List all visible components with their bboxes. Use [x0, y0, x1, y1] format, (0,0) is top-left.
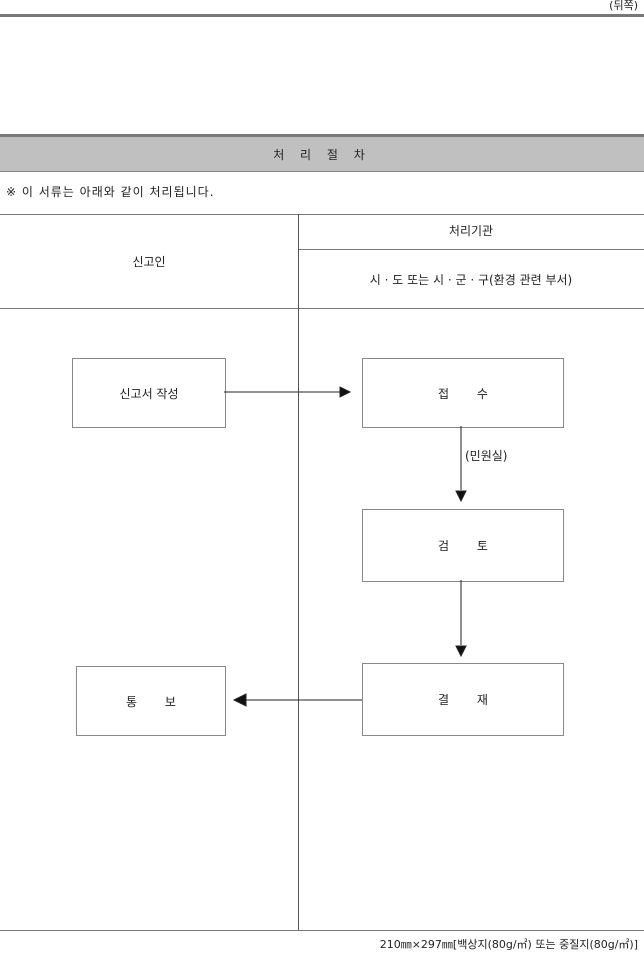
column-divider	[298, 214, 299, 931]
step-notify-box: 통 보	[76, 666, 226, 736]
column-header-agency-sub: 시 · 도 또는 시 · 군 · 구(환경 관련 부서)	[369, 273, 573, 287]
flow-bottom-line	[0, 930, 644, 931]
step-receive-label: 접 수	[438, 386, 500, 401]
notice-text: ※ 이 서류는 아래와 같이 처리됩니다.	[6, 185, 215, 199]
step-review-box: 검 토	[362, 509, 564, 582]
page-side-note: (뒤쪽)	[609, 0, 638, 12]
arrow-head-down-1	[455, 490, 467, 503]
arrow-head-left	[232, 693, 247, 707]
top-rule	[0, 14, 644, 17]
arrow-head-right	[339, 386, 352, 398]
paper-spec-footer: 210㎜×297㎜[백상지(80g/㎡) 또는 중질지(80g/㎡)]	[379, 938, 638, 951]
column-header-applicant: 신고인	[132, 255, 166, 269]
step-receive-note: (민원실)	[465, 449, 508, 463]
step-approve-label: 결 재	[438, 693, 500, 707]
step-approve-box: 결 재	[362, 663, 564, 736]
arrow-head-down-2	[455, 645, 467, 658]
header-top-line	[0, 214, 644, 215]
step-receive-box: 접 수	[362, 358, 564, 428]
column-header-agency: 처리기관	[448, 224, 494, 238]
section-title: 처 리 절 차	[273, 147, 371, 162]
header-mid-line	[298, 249, 644, 250]
step-review-label: 검 토	[438, 539, 500, 553]
step-notify-label: 통 보	[126, 694, 188, 709]
header-bottom-line	[0, 308, 644, 309]
step-write-label: 신고서 작성	[119, 386, 179, 401]
section-title-bar: 처 리 절 차	[0, 134, 644, 172]
step-write-box: 신고서 작성	[72, 358, 226, 428]
